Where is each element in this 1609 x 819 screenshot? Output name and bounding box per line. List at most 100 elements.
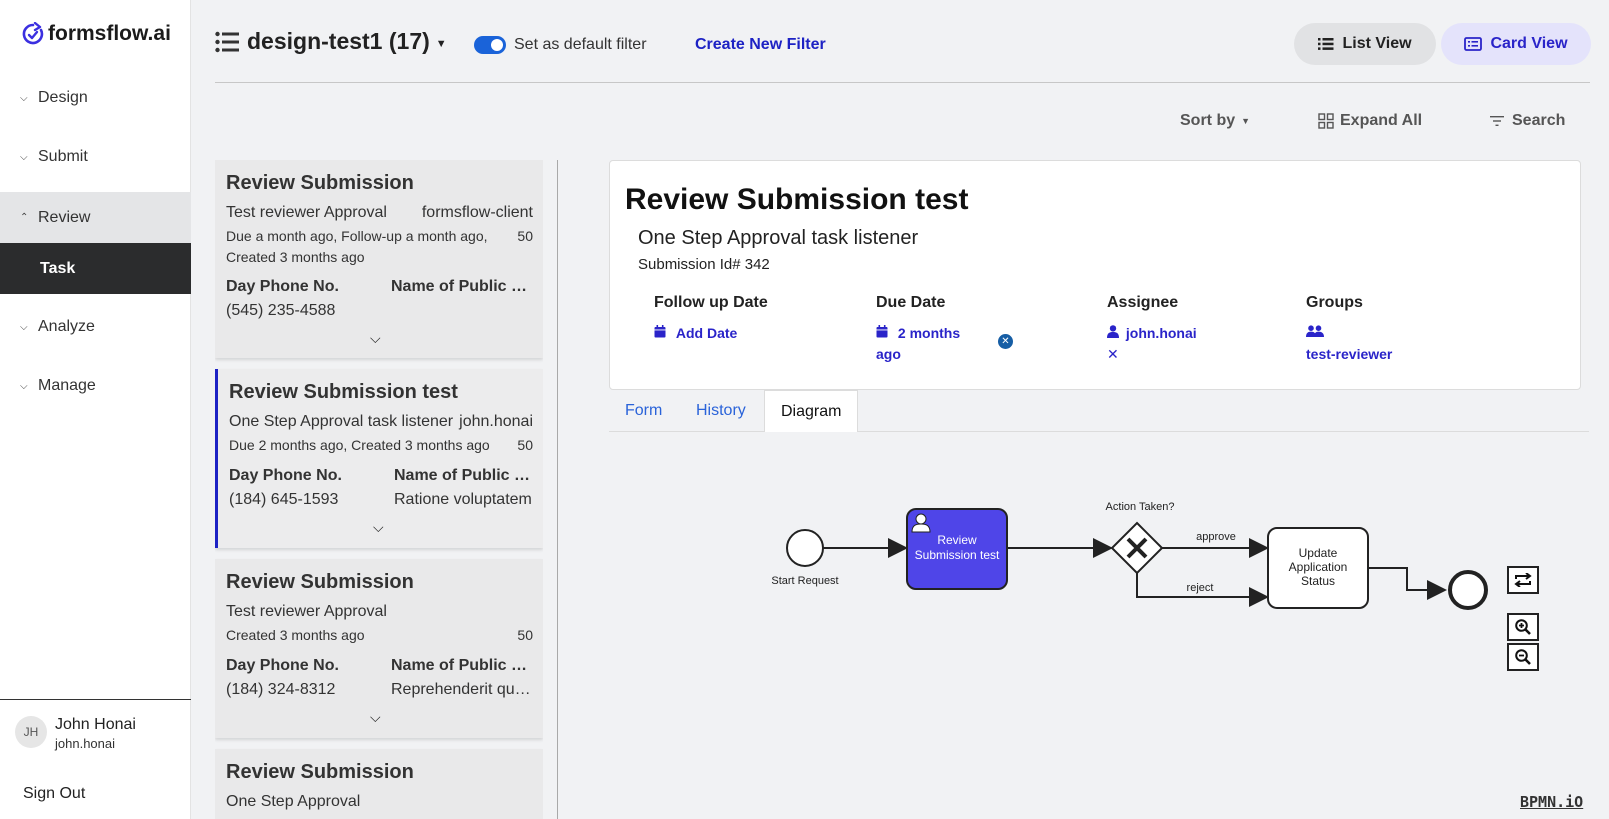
task-field-value: (184) 324-8312 [226, 681, 336, 698]
expand-all-button[interactable]: Expand All [1318, 112, 1422, 130]
default-filter-toggle[interactable] [474, 36, 506, 54]
due-date-text: 2 months ago [876, 325, 961, 362]
assignee-value[interactable]: john.honai ✕ [1107, 323, 1197, 365]
user-id: john.honai [55, 736, 115, 751]
create-filter-link[interactable]: Create New Filter [695, 36, 826, 53]
assignee-label: Assignee [1107, 294, 1179, 311]
task-detail-card: Review Submission test One Step Approval… [609, 160, 1581, 390]
chevron-down-icon[interactable]: ⌵ [373, 519, 384, 535]
task-dates: Due 2 months ago, Created 3 months ago [229, 437, 490, 453]
users-icon [1306, 325, 1324, 341]
user-name: John Honai [55, 716, 136, 733]
task-card-selected[interactable]: Review Submission test One Step Approval… [215, 369, 543, 548]
detail-tabs: Form History Diagram [609, 390, 1589, 432]
task-list: Review Submission Test reviewer Approval… [215, 160, 543, 819]
bpmn-io-watermark[interactable]: BPMN.iO [1520, 793, 1584, 811]
add-follow-up-button[interactable]: Add Date [654, 323, 737, 344]
expand-all-label: Expand All [1340, 112, 1423, 129]
sidebar-item-label: Design [38, 89, 88, 106]
zoom-out-button[interactable] [1507, 643, 1539, 671]
user-icon [1107, 325, 1123, 341]
formsflow-logo-icon [22, 22, 44, 45]
due-date-value[interactable]: 2 months ago [876, 323, 976, 365]
sidebar-item-analyze[interactable]: ⌵ Analyze [0, 304, 191, 350]
search-button[interactable]: Search [1490, 112, 1565, 130]
brand-name: formsflow.ai [48, 22, 171, 45]
sidebar-item-design[interactable]: ⌵ Design [0, 75, 191, 121]
list-icon [215, 31, 239, 52]
sidebar-item-review[interactable]: ⌃ Review [0, 192, 191, 243]
task-field-label: Name of Public Body [394, 467, 534, 484]
chevron-down-icon: ⌵ [20, 321, 28, 333]
reset-zoom-button[interactable] [1507, 566, 1539, 594]
task-field-value: (545) 235-4588 [226, 302, 336, 319]
bpmn-diagram[interactable]: Start Request Review Submission test Act… [609, 433, 1589, 819]
calendar-icon [654, 325, 670, 341]
app-logo[interactable]: formsflow.ai [22, 22, 171, 46]
sidebar-item-label: Submit [38, 148, 88, 165]
filter-dropdown[interactable]: design-test1 (17) ▼ [215, 28, 447, 55]
avatar: JH [15, 716, 47, 748]
task-title: Review Submission [226, 761, 414, 783]
task-process: Test reviewer Approval [226, 603, 387, 620]
task-field-value: Reprehenderit quisquam [391, 681, 533, 698]
assignee-text: john.honai [1125, 325, 1197, 341]
zoom-in-button[interactable] [1507, 613, 1539, 641]
update-task-label: Update [1299, 546, 1338, 560]
task-card[interactable]: Review Submission One Step Approval [215, 749, 543, 819]
sidebar-item-label: Review [38, 208, 91, 226]
user-task-label: Review [937, 533, 977, 547]
sort-by-dropdown[interactable]: Sort by ▼ [1180, 112, 1250, 130]
task-field-label: Day Phone No. [226, 278, 339, 295]
end-event[interactable] [1448, 570, 1488, 610]
sign-out-link[interactable]: Sign Out [23, 785, 86, 802]
card-view-button[interactable]: Card View [1441, 23, 1591, 65]
update-task-label: Application [1289, 560, 1348, 574]
list-view-button[interactable]: List View [1294, 23, 1436, 65]
task-process: One Step Approval task listener [229, 413, 454, 430]
add-date-label: Add Date [675, 325, 738, 341]
caret-down-icon: ▼ [435, 37, 447, 50]
calendar-icon [876, 325, 892, 341]
chevron-down-icon: ⌵ [20, 92, 28, 104]
task-field-label: Day Phone No. [229, 467, 342, 484]
search-label: Search [1512, 112, 1566, 129]
task-priority: 50 [517, 437, 533, 453]
zoom-in-icon [1515, 619, 1531, 635]
task-field-label: Name of Public Body [391, 278, 531, 295]
sidebar-item-label: Analyze [38, 318, 95, 335]
task-field-value: (184) 645-1593 [229, 491, 339, 508]
panel-divider[interactable] [557, 160, 558, 819]
gateway-label: Action Taken? [1106, 501, 1175, 513]
default-filter-label: Set as default filter [514, 36, 647, 53]
task-card[interactable]: Review Submission Test reviewer Approval… [215, 559, 543, 738]
chevron-down-icon[interactable]: ⌵ [370, 330, 381, 346]
bpmn-canvas[interactable]: Start Request Review Submission test Act… [609, 433, 1589, 819]
chevron-down-icon[interactable]: ⌵ [370, 709, 381, 725]
sidebar-subitem-task[interactable]: Task [0, 243, 191, 294]
tab-history[interactable]: History [696, 402, 746, 419]
task-title: Review Submission [226, 172, 414, 194]
list-icon [1318, 38, 1334, 50]
task-process: Test reviewer Approval [226, 204, 387, 221]
task-assignee: formsflow-client [421, 204, 533, 221]
tab-diagram[interactable]: Diagram [764, 390, 859, 432]
start-event[interactable] [786, 529, 824, 567]
reset-zoom-icon [1514, 573, 1532, 587]
sequence-flow-reject [1136, 573, 1269, 607]
tab-form[interactable]: Form [625, 402, 663, 419]
task-created: Created 3 months ago [226, 627, 365, 643]
task-card[interactable]: Review Submission Test reviewer Approval… [215, 160, 543, 358]
task-detail-process: One Step Approval task listener [638, 227, 919, 249]
start-event-label: Start Request [771, 575, 838, 587]
update-task-label: Status [1301, 574, 1335, 588]
sidebar-item-manage[interactable]: ⌵ Manage [0, 363, 191, 409]
task-dates: Due a month ago, Follow-up a month ago, [226, 228, 488, 244]
groups-value[interactable]: test-reviewer [1306, 323, 1392, 365]
sidebar-item-submit[interactable]: ⌵ Submit [0, 134, 191, 180]
reject-label: reject [1187, 582, 1214, 594]
user-task-icon [911, 513, 931, 533]
sidebar-divider [0, 699, 191, 700]
remove-assignee-icon[interactable]: ✕ [1107, 346, 1119, 362]
clear-due-date-icon[interactable]: ✕ [998, 334, 1013, 349]
